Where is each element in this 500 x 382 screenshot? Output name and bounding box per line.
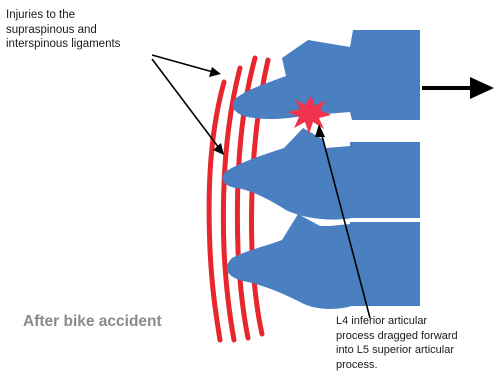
injury-label-line-2: supraspinous and [6,23,206,38]
injury-label-line-1: Injuries to the [6,8,206,23]
process-label-line-4: process. [336,358,496,373]
arrow-right-icon [422,77,494,99]
caption-label: After bike accident [23,313,162,331]
leader-arrow-upper [152,55,213,72]
vertebra-upper-body [233,30,420,120]
leader-arrow-lower [152,59,219,148]
process-label-line-1: L4 inferior articular [336,314,496,329]
vertebra-upper [233,30,420,120]
process-label-line-3: into L5 superior articular [336,343,496,358]
injury-label-line-3: interspinous ligaments [6,37,206,52]
process-label: L4 inferior articular process dragged fo… [336,314,496,372]
process-label-line-2: process dragged forward [336,329,496,344]
injury-label: Injuries to the supraspinous and intersp… [6,8,206,52]
